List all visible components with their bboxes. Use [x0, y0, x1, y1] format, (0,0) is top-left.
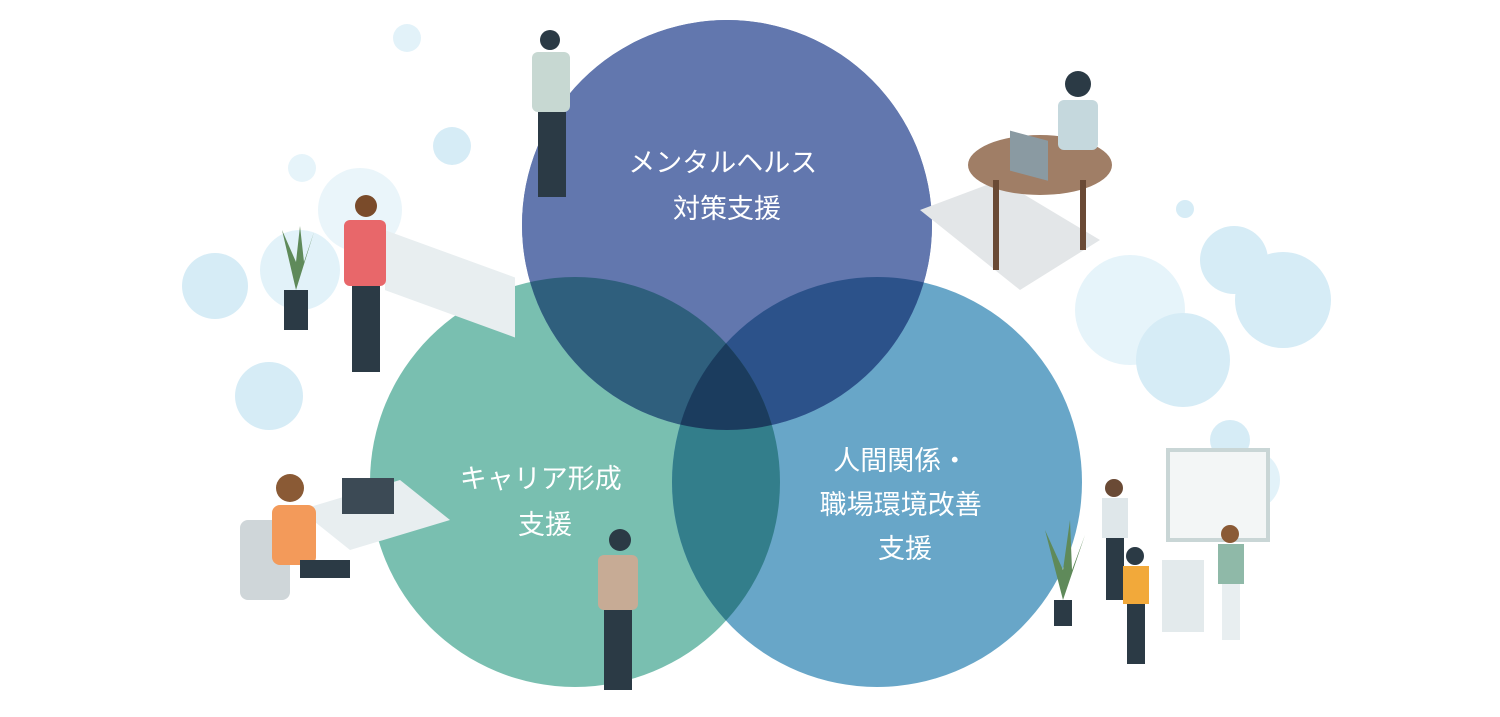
- label-mental-health: メンタルヘルス 対策支援: [628, 148, 826, 225]
- label-relations: 人間関係・ 職場環境改善 支援: [820, 446, 991, 565]
- label-career: キャリア形成 支援: [460, 464, 631, 541]
- bubble: [235, 362, 303, 430]
- bubble: [1235, 252, 1331, 348]
- team-at-whiteboard: [1045, 448, 1270, 664]
- person-standing-top: [532, 30, 570, 197]
- overlap-mental-career: [522, 277, 780, 430]
- person-at-laptop-bottom-left: [240, 474, 450, 600]
- bubble: [182, 253, 248, 319]
- label-line: メンタルヘルス: [628, 148, 817, 179]
- bubble: [1176, 200, 1194, 218]
- bubble: [288, 154, 316, 182]
- bubble: [393, 24, 421, 52]
- bubble: [1136, 313, 1230, 407]
- label-line: 対策支援: [673, 194, 781, 225]
- woman-at-table: [920, 71, 1112, 290]
- person-phone-bottom: [598, 529, 638, 690]
- person-at-desk-left: [282, 195, 515, 372]
- label-line: 支援: [518, 510, 572, 541]
- label-line: 支援: [878, 534, 932, 565]
- overlap-mental-relations: [672, 277, 932, 430]
- label-line: 人間関係・: [833, 446, 968, 477]
- label-line: キャリア形成: [460, 464, 622, 495]
- bubble: [433, 127, 471, 165]
- label-line: 職場環境改善: [820, 490, 982, 521]
